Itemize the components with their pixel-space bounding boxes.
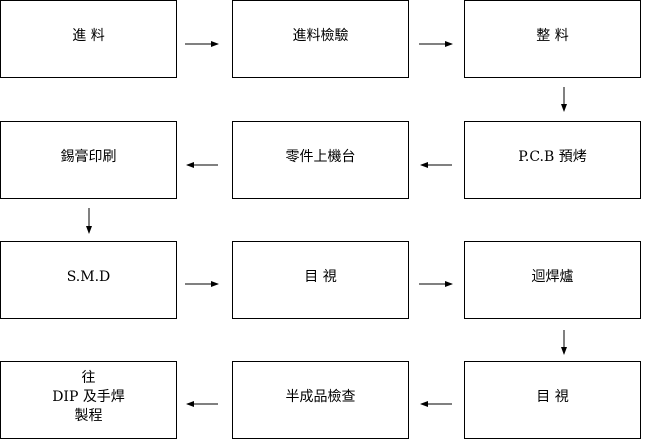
step-label: 往 DIP 及手焊 製程 xyxy=(52,370,125,424)
step-parts-loading: 零件上機台 xyxy=(232,121,409,199)
step-solder-paste-printing: 錫膏印刷 xyxy=(0,121,177,199)
step-label: 迴焊爐 xyxy=(531,269,574,285)
step-label: 整 料 xyxy=(536,28,569,44)
step-label: 進 料 xyxy=(72,28,105,44)
step-label: 進料檢驗 xyxy=(292,28,349,44)
step-visual-inspection-2: 目 視 xyxy=(464,361,641,439)
step-smd: S.M.D xyxy=(0,241,177,319)
step-label: 目 視 xyxy=(536,389,569,405)
step-semi-finished-inspection: 半成品檢查 xyxy=(232,361,409,439)
step-label: 零件上機台 xyxy=(285,149,356,165)
step-label: P.C.B 預烤 xyxy=(518,149,587,165)
step-pcb-prebake: P.C.B 預烤 xyxy=(464,121,641,199)
step-incoming-inspection: 進料檢驗 xyxy=(232,0,409,78)
step-visual-inspection-1: 目 視 xyxy=(232,241,409,319)
step-label: 半成品檢查 xyxy=(285,389,356,405)
step-label: 目 視 xyxy=(304,269,337,285)
step-reflow-oven: 迴焊爐 xyxy=(464,241,641,319)
step-label: S.M.D xyxy=(66,269,111,285)
step-to-dip-and-hand-soldering: 往 DIP 及手焊 製程 xyxy=(0,361,177,439)
step-incoming-material: 進 料 xyxy=(0,0,177,78)
step-label: 錫膏印刷 xyxy=(60,149,117,165)
step-material-sorting: 整 料 xyxy=(464,0,641,78)
